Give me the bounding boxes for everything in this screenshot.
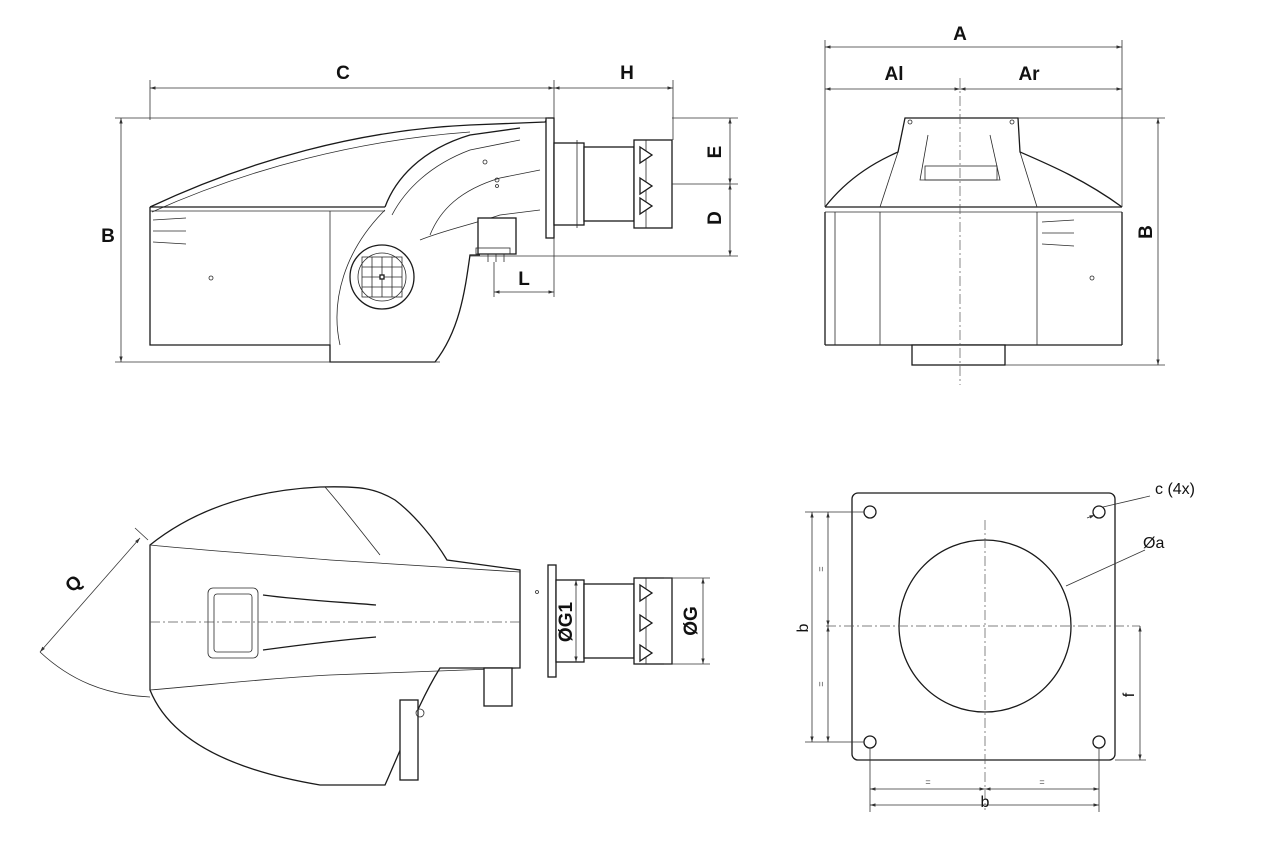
dim-label-al: Al	[885, 64, 904, 85]
screw-icon	[208, 275, 214, 281]
mounting-flange	[545, 117, 555, 239]
equal-mark: =	[925, 777, 930, 787]
dim-label-b-vertical: b	[795, 623, 812, 632]
top-view: Q ØG1 ØG	[39, 486, 710, 786]
bolt-hole	[1092, 505, 1106, 519]
equal-mark: =	[1039, 777, 1044, 787]
side-view: C H B E D L	[101, 63, 738, 363]
dim-label-d: D	[705, 211, 726, 225]
flange-view: b = = b = = f c (4x) Øa	[795, 481, 1195, 812]
equal-mark: =	[816, 681, 826, 686]
dim-label-b-front: B	[1136, 225, 1157, 239]
dim-label-e: E	[705, 146, 726, 159]
dim-label-a: A	[953, 24, 967, 45]
dim-label-q: Q	[61, 571, 86, 596]
flange-plate	[851, 492, 1116, 761]
front-cover-outline	[824, 117, 1123, 208]
dim-label-l: L	[518, 269, 530, 290]
label-c-4x: c (4x)	[1155, 481, 1195, 498]
dim-label-g1: ØG1	[556, 602, 577, 643]
front-view: A Al Ar B	[824, 24, 1165, 385]
bolt-hole	[863, 735, 877, 749]
bottom-stub	[911, 344, 1006, 366]
top-housing-outline	[149, 486, 521, 786]
gas-valve-box	[475, 217, 517, 262]
blast-tube	[553, 139, 673, 229]
equal-mark: =	[816, 566, 826, 571]
dim-label-h: H	[620, 63, 634, 84]
burner-cover-top	[149, 117, 549, 208]
dim-label-g: ØG	[681, 606, 702, 636]
dim-label-b-horizontal: b	[981, 794, 990, 811]
dim-label-b-side: B	[101, 226, 115, 247]
burner-housing-outline	[149, 207, 480, 363]
air-duct	[384, 127, 521, 208]
vent-slots	[152, 217, 187, 245]
dim-label-c: C	[336, 63, 350, 84]
dim-label-ar: Ar	[1018, 64, 1040, 85]
fan-motor	[349, 244, 415, 310]
top-handle-window	[207, 587, 259, 659]
label-diameter-a: Øa	[1143, 535, 1164, 552]
bolt-hole	[863, 505, 877, 519]
dim-label-f: f	[1121, 692, 1138, 697]
bolt-hole	[1092, 735, 1106, 749]
